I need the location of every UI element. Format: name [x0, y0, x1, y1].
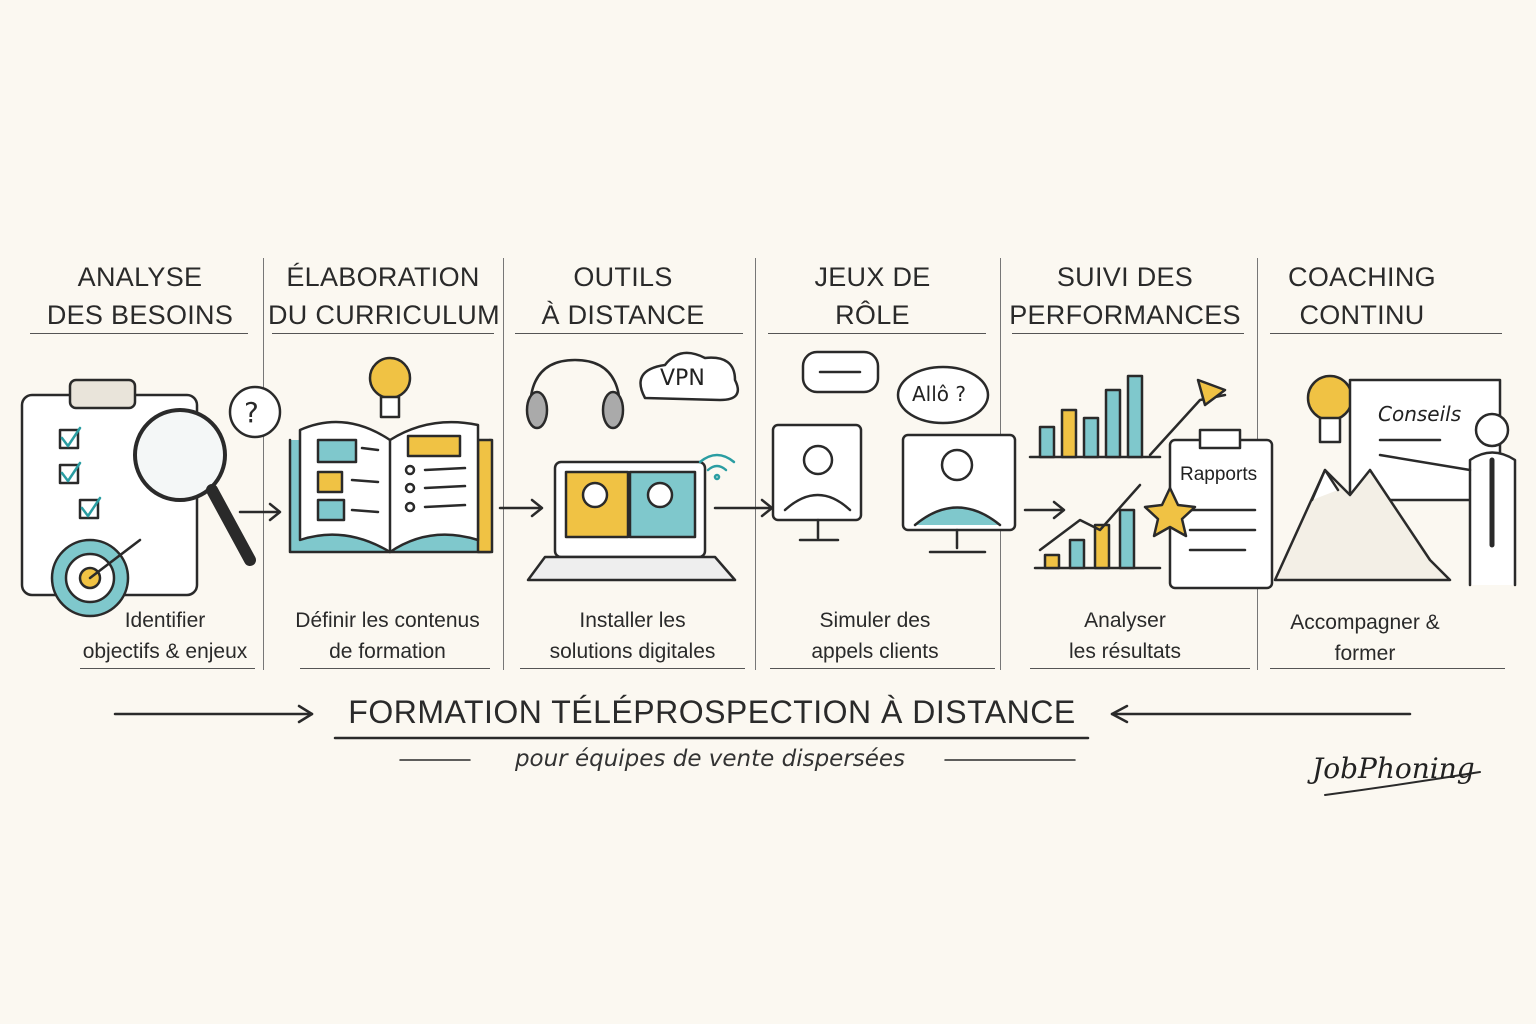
title-line: Analyse — [77, 262, 203, 292]
title-line: des besoins — [46, 300, 234, 330]
caption-line: objectifs & enjeux — [82, 640, 248, 663]
column-divider — [263, 258, 264, 670]
star-icon — [1143, 486, 1197, 538]
left-banner-arrow-icon — [113, 704, 314, 724]
step-title-jeux: Jeux de rôle — [760, 258, 985, 334]
caption-line: les résultats — [1068, 640, 1182, 663]
step-caption: Analyser les résultats — [1020, 605, 1230, 667]
jobphoning-logo: JobPhoning — [1312, 752, 1475, 785]
svg-text:?: ? — [244, 396, 259, 429]
caption-underline — [1030, 668, 1250, 669]
caption-line: Simuler des — [819, 609, 931, 632]
step-caption: Simuler des appels clients — [770, 605, 980, 667]
step-arrow-icon — [713, 498, 774, 518]
title-line: du curriculum — [268, 300, 500, 330]
caption-line: solutions digitales — [549, 640, 716, 663]
title-line: Suivi des — [1056, 262, 1194, 292]
wifi-icon — [698, 453, 736, 481]
title-line: à distance — [541, 300, 705, 330]
caption-underline — [770, 668, 995, 669]
lightbulb-icon — [368, 356, 412, 419]
monitor-agent-icon — [771, 423, 863, 542]
conseils-label: Conseils — [1378, 402, 1462, 426]
caption-line: Analyser — [1084, 609, 1166, 632]
caption-line: de formation — [329, 640, 446, 663]
step-title-curriculum: Élaboration du curriculum — [268, 258, 500, 334]
step-title-suivi: Suivi des performances — [1005, 258, 1245, 334]
lightbulb-icon — [1306, 374, 1354, 444]
title-underline — [768, 333, 986, 334]
step-caption: Définir les contenus de formation — [280, 605, 495, 667]
vpn-label: VPN — [660, 366, 705, 391]
step-title-analyse: Analyse des besoins — [30, 258, 250, 334]
subtitle: pour équipes de vente dispersées — [514, 746, 906, 772]
caption-underline — [80, 668, 255, 669]
logo-swash — [1324, 771, 1481, 796]
caption-line: Installer les — [579, 609, 686, 632]
caption-line: Accompagner & — [1290, 611, 1440, 634]
step-caption: Accompagner & former — [1270, 607, 1460, 669]
step-arrow-icon — [498, 498, 544, 518]
title-line: Coaching — [1288, 262, 1436, 292]
title-underline — [1012, 333, 1244, 334]
title-line: Jeux de — [814, 262, 931, 292]
vpn-cloud-icon — [639, 351, 740, 402]
caption-line: Identifier — [124, 609, 206, 632]
speech-bubble-icon — [801, 350, 880, 394]
bar-chart-icon — [1028, 374, 1227, 570]
allo-label: Allô ? — [912, 382, 967, 406]
title-line: Outils — [573, 262, 673, 292]
caption-line: Définir les contenus — [295, 609, 480, 632]
magnifying-glass-icon — [133, 408, 256, 566]
main-title: Formation téléprospection à distance — [348, 694, 1076, 730]
title-line: Élaboration — [286, 262, 480, 292]
caption-line: appels clients — [811, 640, 939, 663]
laptop-video-call-icon — [526, 460, 737, 582]
question-bubble-icon: ? — [228, 385, 282, 439]
step-caption: Installer les solutions digitales — [520, 605, 745, 667]
column-divider — [503, 258, 504, 670]
title-underline — [515, 333, 743, 334]
caption-underline — [300, 668, 490, 669]
allo-bubble-icon — [896, 365, 990, 425]
title-underline — [30, 333, 248, 334]
monitor-client-icon — [901, 433, 1017, 554]
caption-line: former — [1334, 642, 1396, 665]
coach-person-icon — [1378, 412, 1517, 587]
headset-icon — [525, 358, 625, 430]
title-line: continu — [1299, 300, 1425, 330]
target-icon — [50, 538, 142, 618]
open-book-icon — [288, 420, 494, 554]
step-title-coaching: Coaching continu — [1262, 258, 1462, 334]
step-arrow-icon — [238, 502, 282, 522]
title-underline — [272, 333, 494, 334]
step-caption: Identifier objectifs & enjeux — [70, 605, 260, 667]
caption-underline — [520, 668, 745, 669]
title-underline — [1270, 333, 1502, 334]
title-line: performances — [1009, 300, 1241, 330]
step-title-outils: Outils à distance — [508, 258, 738, 334]
title-line: rôle — [835, 300, 910, 330]
caption-underline — [1270, 668, 1505, 669]
mountains-icon — [1273, 468, 1452, 582]
rapports-label: Rapports — [1180, 464, 1258, 485]
step-arrow-icon — [1023, 500, 1066, 520]
right-banner-arrow-icon — [1110, 704, 1412, 724]
column-divider — [755, 258, 756, 670]
